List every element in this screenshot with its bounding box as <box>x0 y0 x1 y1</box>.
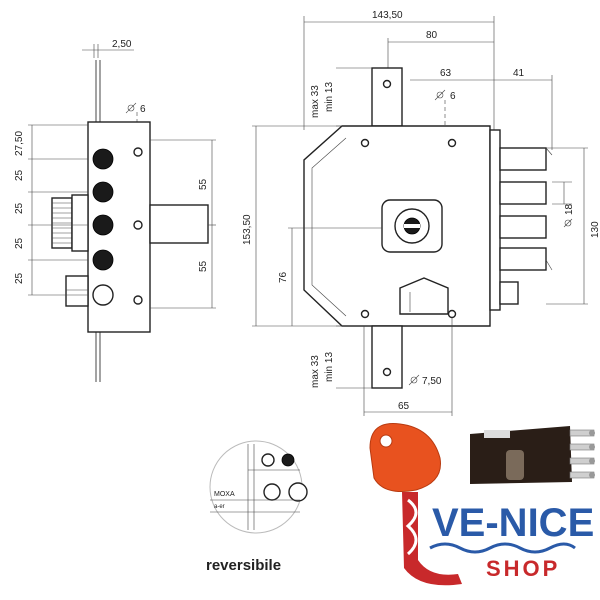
dim-65: 65 <box>398 401 410 412</box>
thumb-text-1: MOXA <box>214 491 235 498</box>
logo-text-main: VE-NICE <box>432 501 594 545</box>
dim-25-a: 25 <box>14 169 25 181</box>
dim-76: 76 <box>278 271 289 283</box>
side-view: 2,50 6 <box>14 39 216 382</box>
bolt-4 <box>92 249 114 271</box>
reversible-thumbnail: MOXA a-er reversibile <box>206 440 308 574</box>
bolt-3 <box>92 214 114 236</box>
dim-55-bottom: 55 <box>198 260 209 272</box>
dim-80: 80 <box>426 30 438 41</box>
logo-text-shop: SHOP <box>486 556 560 581</box>
dim-63: 63 <box>440 68 452 79</box>
venice-shop-logo: VE-NICE SHOP <box>402 492 594 586</box>
dim-143-50: 143,50 <box>372 10 403 21</box>
dim-27-50: 27,50 <box>14 131 25 156</box>
dim-153-50: 153,50 <box>242 214 253 245</box>
dim-hole-6-side: 6 <box>140 104 146 115</box>
latch <box>399 277 449 315</box>
bolt-2 <box>92 181 114 203</box>
front-view: 143,50 80 63 41 max 33 min 13 6 <box>242 10 600 416</box>
dim-hole-6-front: 6 <box>450 91 456 102</box>
caption-reversibile: reversibile <box>206 557 281 574</box>
front-bolts <box>499 147 553 305</box>
gear-teeth <box>52 202 72 244</box>
dim-41: 41 <box>513 68 525 79</box>
dim-130: 130 <box>590 221 600 238</box>
dim-dia-18: 18 <box>564 203 575 215</box>
key-fob-icon <box>369 423 441 492</box>
dim-7-50: 7,50 <box>422 376 442 387</box>
thumb-text-2: a-er <box>214 504 225 510</box>
dim-max33-top: max 33 <box>310 85 321 118</box>
lock-photo <box>460 415 600 485</box>
dim-max33-bottom: max 33 <box>310 355 321 388</box>
dim-55-top: 55 <box>198 178 209 190</box>
dim-25-c: 25 <box>14 237 25 249</box>
dim-2-50: 2,50 <box>112 39 132 50</box>
dim-min13-bottom: min 13 <box>324 352 335 382</box>
dim-min13-top: min 13 <box>324 82 335 112</box>
logo-wave <box>429 542 576 554</box>
dim-25-d: 25 <box>14 272 25 284</box>
bolt-1 <box>92 148 114 170</box>
cylinder-hole <box>92 284 114 306</box>
dim-25-b: 25 <box>14 202 25 214</box>
